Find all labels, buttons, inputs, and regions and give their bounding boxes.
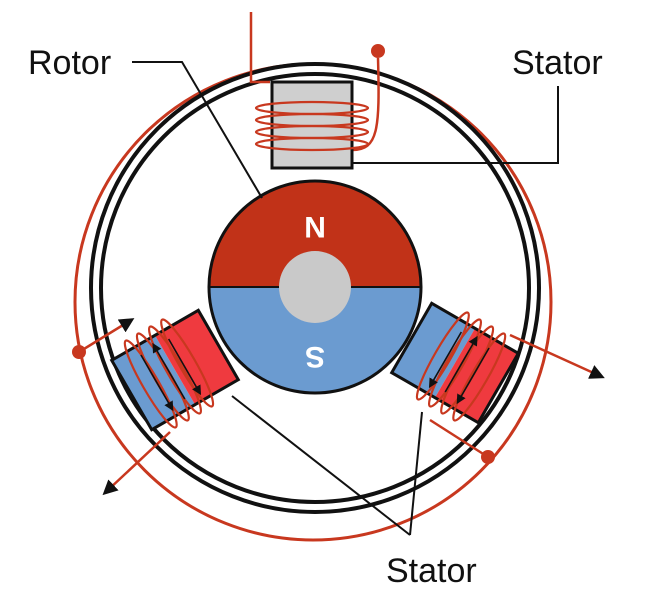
stator-top-label: Stator [512, 44, 603, 82]
south-pole-label: S [305, 340, 325, 373]
right-stator-red-half [435, 328, 519, 423]
rotor: N S [207, 179, 423, 395]
left-stator-field-lines [140, 338, 202, 412]
top-stator-coil [254, 100, 370, 152]
left-stator-lead-wire-upper [78, 318, 135, 354]
right-stator-field-lines [428, 331, 490, 405]
top-stator-lead-wire [249, 12, 270, 84]
stator-bottom-leader-left [231, 395, 411, 536]
right-stator-outline [389, 301, 521, 425]
stator-bottom-label: Stator [386, 552, 477, 590]
right-stator-lead-wire-lower [429, 418, 489, 459]
right-stator [389, 301, 521, 425]
rotor-shaft [279, 251, 351, 323]
stator-top-leader-line [352, 86, 559, 164]
left-stator [109, 308, 241, 432]
wire-junction-top [371, 44, 385, 58]
left-stator-blue-half [111, 335, 195, 430]
right-stator-lead-wire-outer [509, 333, 605, 379]
rotor-north-half [209, 181, 421, 287]
top-stator [254, 80, 370, 170]
top-stator-return-wire [351, 57, 380, 152]
housing-inner-ring [99, 72, 531, 504]
left-stator-red-half [155, 310, 239, 405]
rotor-south-half [209, 287, 421, 393]
right-stator-blue-half [391, 303, 475, 398]
housing-outer-ring [89, 62, 541, 514]
left-stator-lead-wire-lower [102, 431, 171, 496]
rotor-leader-line [132, 61, 263, 199]
left-stator-outline [109, 308, 241, 432]
north-pole-label: N [304, 210, 326, 243]
rotor-label: Rotor [28, 44, 111, 82]
stator-bottom-leader-right [409, 411, 423, 536]
